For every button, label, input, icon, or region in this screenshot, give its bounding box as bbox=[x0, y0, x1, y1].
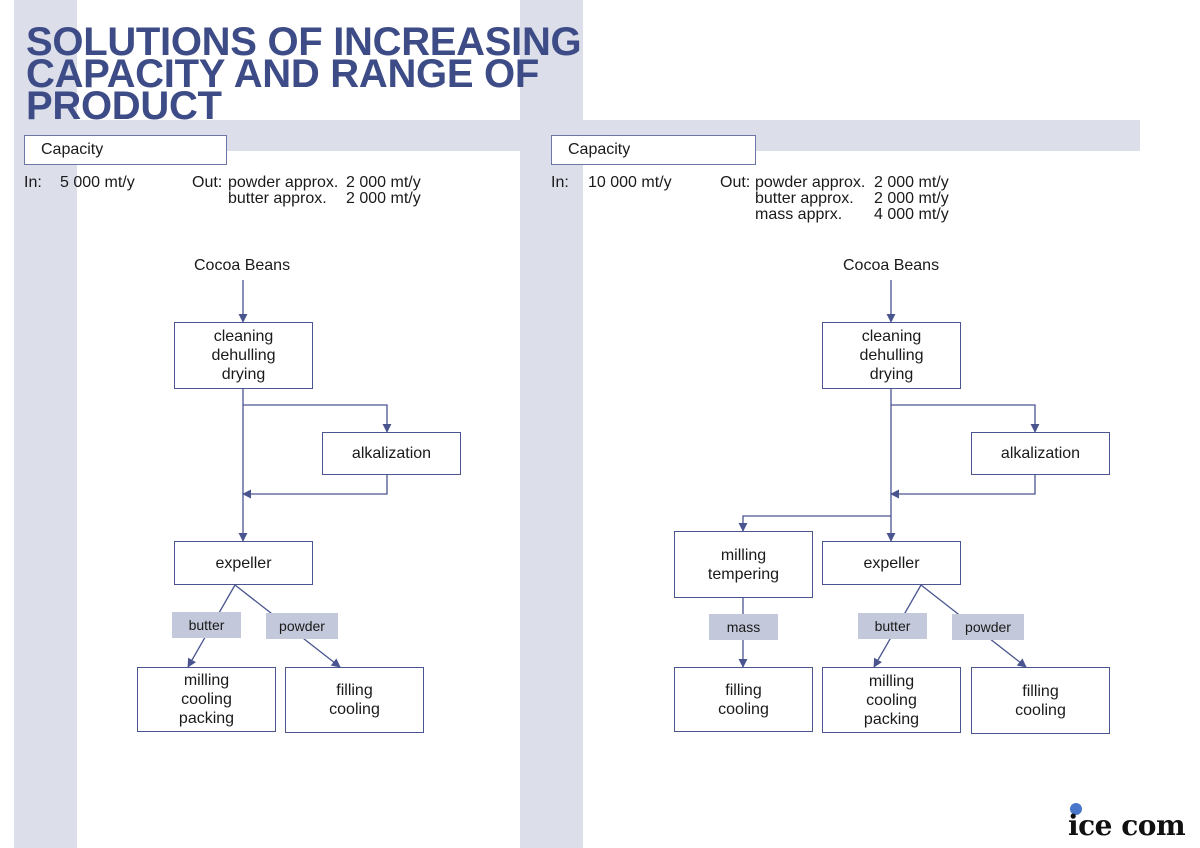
node-text: cooling bbox=[329, 701, 380, 718]
node-text: milling bbox=[183, 672, 230, 689]
logo-dot-icon bbox=[1070, 803, 1082, 815]
node-text: cleaning bbox=[213, 328, 274, 345]
node-alkalization-right: alkalization bbox=[971, 432, 1110, 475]
node-text: packing bbox=[178, 710, 235, 727]
node-text: drying bbox=[221, 366, 266, 383]
source-cocoa-beans-left: Cocoa Beans bbox=[194, 257, 291, 274]
arrow-to-alkalization-r bbox=[891, 404, 1040, 433]
title-line: PRODUCT bbox=[26, 84, 222, 128]
capacity-label-left: Capacity bbox=[24, 135, 227, 165]
in-label-left: In: bbox=[24, 174, 42, 191]
out-name-left: butter approx. bbox=[228, 190, 327, 207]
arrow-alkalization-back bbox=[242, 475, 388, 499]
node-text: cooling bbox=[181, 691, 232, 708]
out-value-left: 2 000 mt/y bbox=[346, 174, 421, 191]
node-milling-left: milling cooling packing bbox=[137, 667, 276, 732]
node-text: alkalization bbox=[351, 445, 432, 462]
node-text: dehulling bbox=[211, 347, 276, 364]
in-label-right: In: bbox=[551, 174, 569, 191]
node-cleaning-right: cleaning dehulling drying bbox=[822, 322, 961, 389]
tag-powder-left: powder bbox=[266, 613, 338, 639]
capacity-label-right: Capacity bbox=[551, 135, 756, 165]
node-text: cleaning bbox=[861, 328, 922, 345]
out-value-right: 2 000 mt/y bbox=[874, 190, 949, 207]
in-value-right: 10 000 mt/y bbox=[588, 174, 672, 191]
node-filling-mass-right: filling cooling bbox=[674, 667, 813, 732]
out-name-right: powder approx. bbox=[755, 174, 866, 191]
node-text: cooling bbox=[718, 700, 769, 718]
arrow-alkalization-back-r bbox=[890, 475, 1036, 499]
page-title: SOLUTIONS OF INCREASING CAPACITY AND RAN… bbox=[26, 20, 582, 128]
node-expeller-right: expeller bbox=[822, 541, 961, 585]
node-milling-tempering-right: milling tempering bbox=[674, 531, 813, 598]
node-text: milling bbox=[868, 672, 915, 690]
node-text: filling bbox=[336, 682, 373, 699]
node-milling-right: milling cooling packing bbox=[822, 667, 961, 733]
source-cocoa-beans-right: Cocoa Beans bbox=[843, 257, 940, 274]
out-label-right: Out: bbox=[720, 174, 751, 191]
node-text: milling bbox=[720, 546, 767, 564]
node-text: filling bbox=[1022, 682, 1059, 700]
out-value-right: 4 000 mt/y bbox=[874, 206, 949, 223]
out-value-right: 2 000 mt/y bbox=[874, 174, 949, 191]
out-name-left: powder approx. bbox=[228, 174, 339, 191]
out-label-left: Out: bbox=[192, 174, 223, 191]
node-text: tempering bbox=[707, 565, 780, 583]
logo-text: ice com bbox=[1068, 809, 1186, 842]
tag-mass-right: mass bbox=[709, 614, 778, 640]
node-filling-right: filling cooling bbox=[971, 667, 1110, 734]
out-name-right: butter approx. bbox=[755, 190, 854, 207]
tag-powder-right: powder bbox=[952, 614, 1024, 640]
title-line: CAPACITY AND RANGE OF bbox=[26, 52, 539, 96]
node-expeller-left: expeller bbox=[174, 541, 313, 585]
node-text: cooling bbox=[866, 691, 917, 709]
node-cleaning-left: cleaning dehulling drying bbox=[174, 322, 313, 389]
ice-com-logo: ice com bbox=[1060, 795, 1190, 845]
node-text: expeller bbox=[863, 554, 920, 572]
node-alkalization-left: alkalization bbox=[322, 432, 461, 475]
in-value-left: 5 000 mt/y bbox=[60, 174, 135, 191]
node-text: expeller bbox=[215, 554, 272, 572]
tag-butter-right: butter bbox=[858, 613, 927, 639]
arrow-to-alkalization bbox=[243, 404, 392, 433]
out-value-left: 2 000 mt/y bbox=[346, 190, 421, 207]
node-text: packing bbox=[863, 710, 920, 728]
out-name-right: mass apprx. bbox=[755, 206, 843, 223]
title-line: SOLUTIONS OF INCREASING bbox=[26, 20, 582, 64]
node-text: dehulling bbox=[859, 347, 924, 364]
node-text: cooling bbox=[1015, 701, 1066, 719]
node-filling-left: filling cooling bbox=[285, 667, 424, 733]
node-text: alkalization bbox=[1000, 445, 1081, 462]
tag-butter-left: butter bbox=[172, 612, 241, 638]
node-text: filling bbox=[725, 681, 762, 699]
node-text: drying bbox=[869, 366, 914, 383]
arrow-to-milling-tempering bbox=[738, 515, 891, 532]
